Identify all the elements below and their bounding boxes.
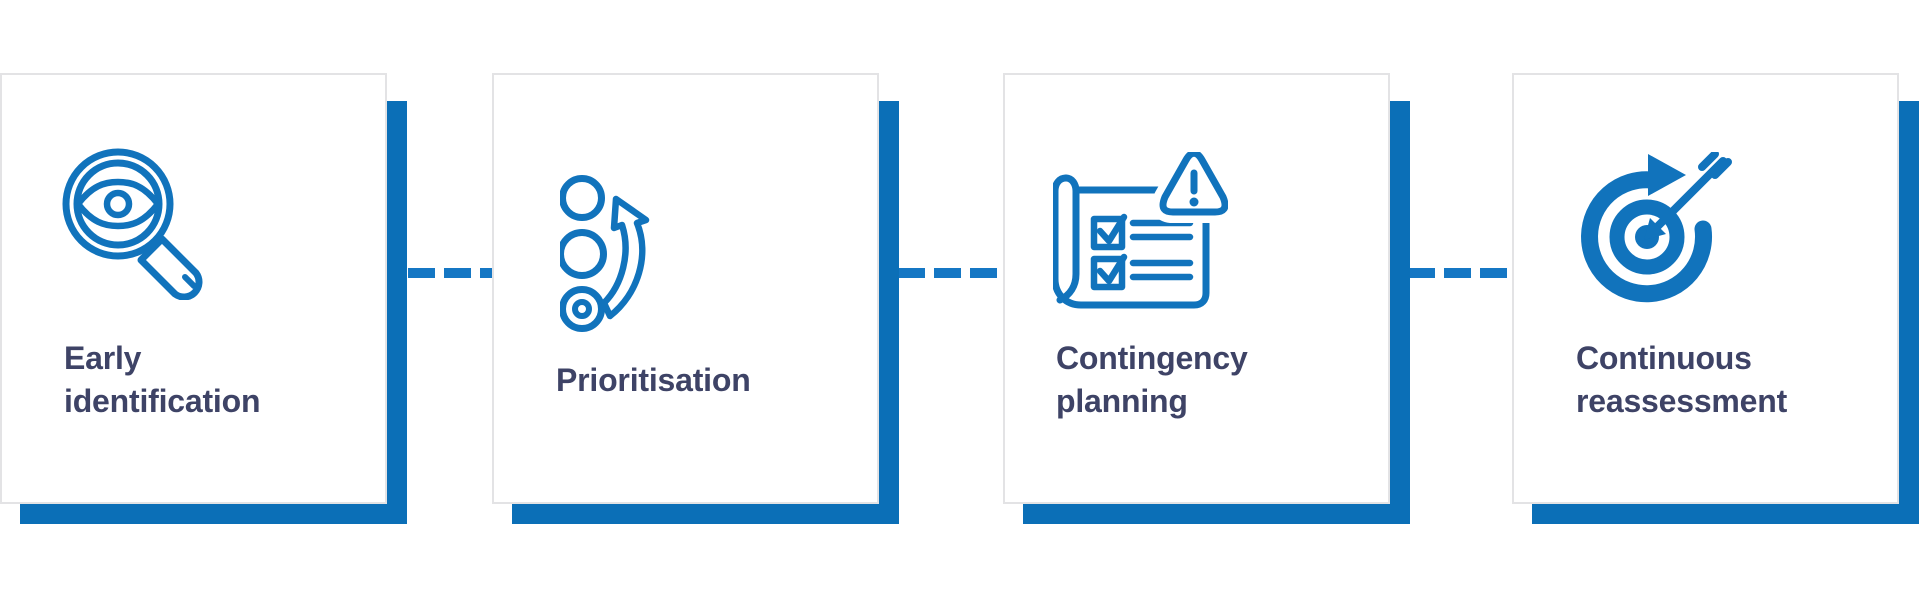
card-face: Prioritisation bbox=[492, 73, 879, 504]
step-label-line: reassessment bbox=[1576, 383, 1788, 419]
step-label: Contingency planning bbox=[1056, 337, 1378, 423]
step-label: Early identification bbox=[64, 337, 375, 423]
priority-ranking-icon bbox=[560, 175, 650, 332]
step-label-line: Continuous bbox=[1576, 340, 1752, 376]
dashed-connector-3 bbox=[1408, 268, 1512, 278]
step-card-early-identification: Early identification bbox=[0, 73, 407, 524]
step-label: Prioritisation bbox=[556, 337, 867, 423]
step-label-line: planning bbox=[1056, 383, 1188, 419]
target-arrow-icon bbox=[1581, 152, 1732, 303]
checklist-warning-icon bbox=[1053, 152, 1228, 309]
step-card-contingency-planning: Contingency planning bbox=[1003, 73, 1410, 524]
step-label: Continuous reassessment bbox=[1576, 337, 1887, 423]
step-label-line: Contingency bbox=[1056, 340, 1248, 376]
card-face: Contingency planning bbox=[1003, 73, 1390, 504]
dashed-connector-1 bbox=[408, 268, 492, 278]
magnifier-eye-icon bbox=[62, 148, 203, 300]
step-label-line: Prioritisation bbox=[556, 361, 751, 398]
step-label-line: identification bbox=[64, 383, 261, 419]
dashed-connector-2 bbox=[898, 268, 1003, 278]
step-label-line: Early bbox=[64, 340, 142, 376]
card-face: Continuous reassessment bbox=[1512, 73, 1899, 504]
card-face: Early identification bbox=[0, 73, 387, 504]
step-card-continuous-reassessment: Continuous reassessment bbox=[1512, 73, 1919, 524]
step-card-prioritisation: Prioritisation bbox=[492, 73, 899, 524]
